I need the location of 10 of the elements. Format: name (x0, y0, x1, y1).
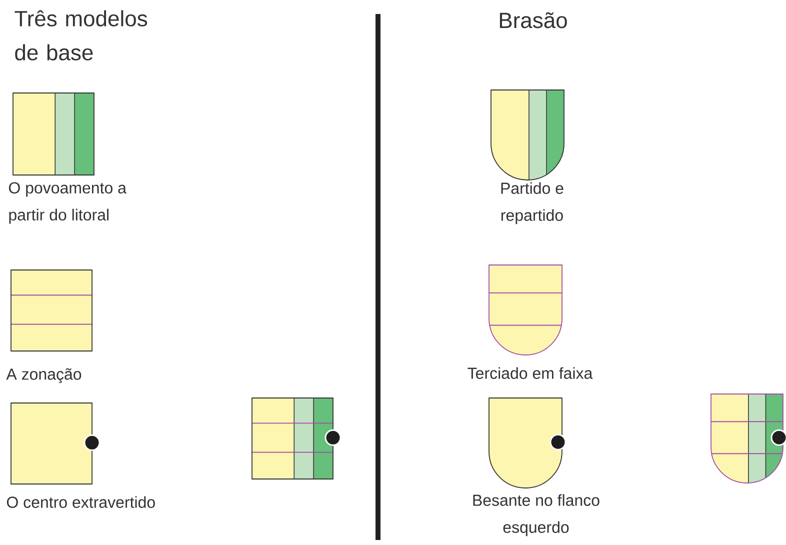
shield-drawing (710, 394, 786, 484)
node-label: Partido e repartido (501, 182, 564, 224)
square-drawing (252, 398, 342, 480)
node-label: Terciado em faixa (468, 367, 593, 379)
node-label: O centro extravertido (6, 496, 155, 508)
node-label: A zonação (6, 368, 82, 384)
column-heading: Três modelos de base (14, 10, 148, 60)
node-label: Besante no flanco esquerdo (473, 494, 600, 536)
node-label: O povoamento a partir do litoral (8, 182, 126, 224)
column-heading: Brasão (500, 12, 567, 28)
